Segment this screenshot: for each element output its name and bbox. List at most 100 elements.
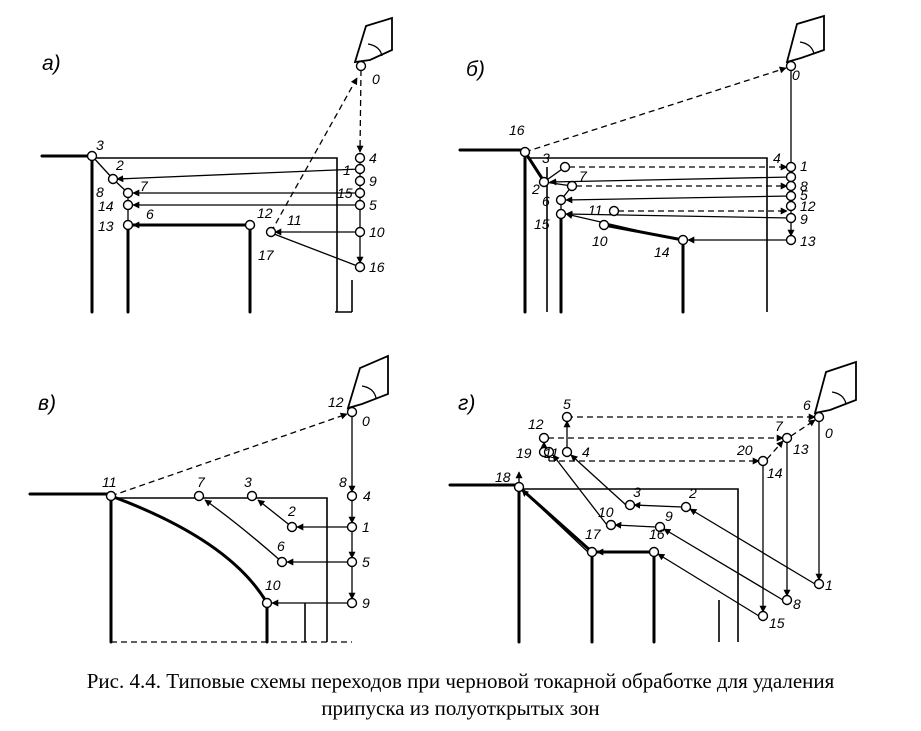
point-marker (555, 208, 567, 220)
point-label: 14 (767, 465, 783, 481)
point-label: 13 (800, 233, 816, 249)
point-marker (648, 546, 660, 558)
point-marker (519, 146, 531, 158)
point-label: 8 (96, 184, 104, 200)
point-marker (785, 180, 797, 192)
point-marker (624, 499, 636, 511)
point-marker (265, 226, 277, 238)
point-label: 17 (258, 247, 275, 263)
point-marker (785, 200, 797, 212)
point-label: 4 (369, 150, 377, 166)
point-marker (561, 411, 573, 423)
point-marker (561, 446, 573, 458)
point-marker (105, 490, 117, 502)
point-label: 13 (793, 441, 809, 457)
point-marker (246, 490, 258, 502)
point-marker (785, 171, 797, 183)
point-label: 3 (244, 474, 252, 490)
point-marker (566, 180, 578, 192)
point-marker (276, 556, 288, 568)
point-marker (586, 546, 598, 558)
point-marker (354, 261, 366, 273)
point-label: 7 (775, 418, 784, 434)
point-label: 19 (516, 445, 532, 461)
point-label: 10 (598, 504, 614, 520)
point-label: 8 (800, 178, 808, 194)
panel-a-workpiece (40, 154, 353, 314)
point-label: 3 (633, 484, 641, 500)
point-label: 8 (339, 474, 347, 490)
point-label: 2 (115, 157, 124, 173)
point-marker (538, 176, 550, 188)
point-label: 13 (98, 218, 114, 234)
panel-b-workpiece (458, 148, 768, 314)
point-marker (286, 521, 298, 533)
point-label: 11 (544, 445, 559, 461)
point-label: 12 (800, 198, 816, 214)
point-marker (677, 234, 689, 246)
point-marker (757, 610, 769, 622)
point-label: 1 (825, 577, 833, 593)
point-label: 5 (800, 187, 808, 203)
point-label: 0 (372, 71, 380, 87)
panel-a-tool (353, 16, 393, 64)
point-label: 6 (542, 193, 550, 209)
panel-c-moves (110, 412, 356, 607)
point-label: 9 (800, 211, 808, 227)
point-label: 20 (736, 442, 753, 458)
point-marker (354, 152, 366, 164)
point-label: 14 (654, 244, 670, 260)
point-label: 8 (793, 596, 801, 612)
point-marker (785, 190, 797, 202)
point-label: 10 (265, 577, 281, 593)
point-label: 0 (792, 67, 800, 83)
point-marker (654, 521, 666, 533)
point-label: 9 (362, 595, 370, 611)
point-marker (785, 212, 797, 224)
point-marker (346, 406, 358, 418)
panel-a-moves (91, 69, 361, 267)
point-marker (86, 150, 98, 162)
point-label: 4 (773, 150, 781, 166)
panel-b-label: б) (466, 58, 485, 81)
point-marker (354, 226, 366, 238)
point-marker (608, 205, 620, 217)
point-label: 0 (362, 413, 370, 429)
panel-d-tool (813, 360, 857, 415)
point-marker (559, 161, 571, 173)
point-label: 12 (328, 394, 344, 410)
figure-caption: Рис. 4.4. Типовые схемы переходов при че… (0, 668, 921, 722)
point-label: 16 (509, 122, 525, 138)
point-label: 5 (369, 197, 377, 213)
point-marker (538, 432, 550, 444)
point-marker (813, 578, 825, 590)
point-marker (346, 556, 358, 568)
point-marker (355, 60, 367, 72)
point-label: 16 (369, 259, 385, 275)
point-marker (244, 219, 256, 231)
point-marker (513, 481, 525, 493)
point-label: 2 (287, 503, 296, 519)
point-label: 7 (579, 168, 588, 184)
point-marker (598, 219, 610, 231)
point-marker (107, 173, 119, 185)
point-marker (781, 594, 793, 606)
point-label: 18 (495, 469, 511, 485)
point-label: 5 (563, 396, 571, 412)
point-label: 10 (592, 233, 608, 249)
point-marker (354, 187, 366, 199)
point-label: 17 (585, 526, 602, 542)
point-marker (122, 199, 134, 211)
point-marker (346, 597, 358, 609)
point-marker (785, 161, 797, 173)
point-marker (346, 521, 358, 533)
point-marker (122, 219, 134, 231)
point-label: 2 (688, 485, 697, 501)
panel-c-workpiece (28, 492, 352, 644)
